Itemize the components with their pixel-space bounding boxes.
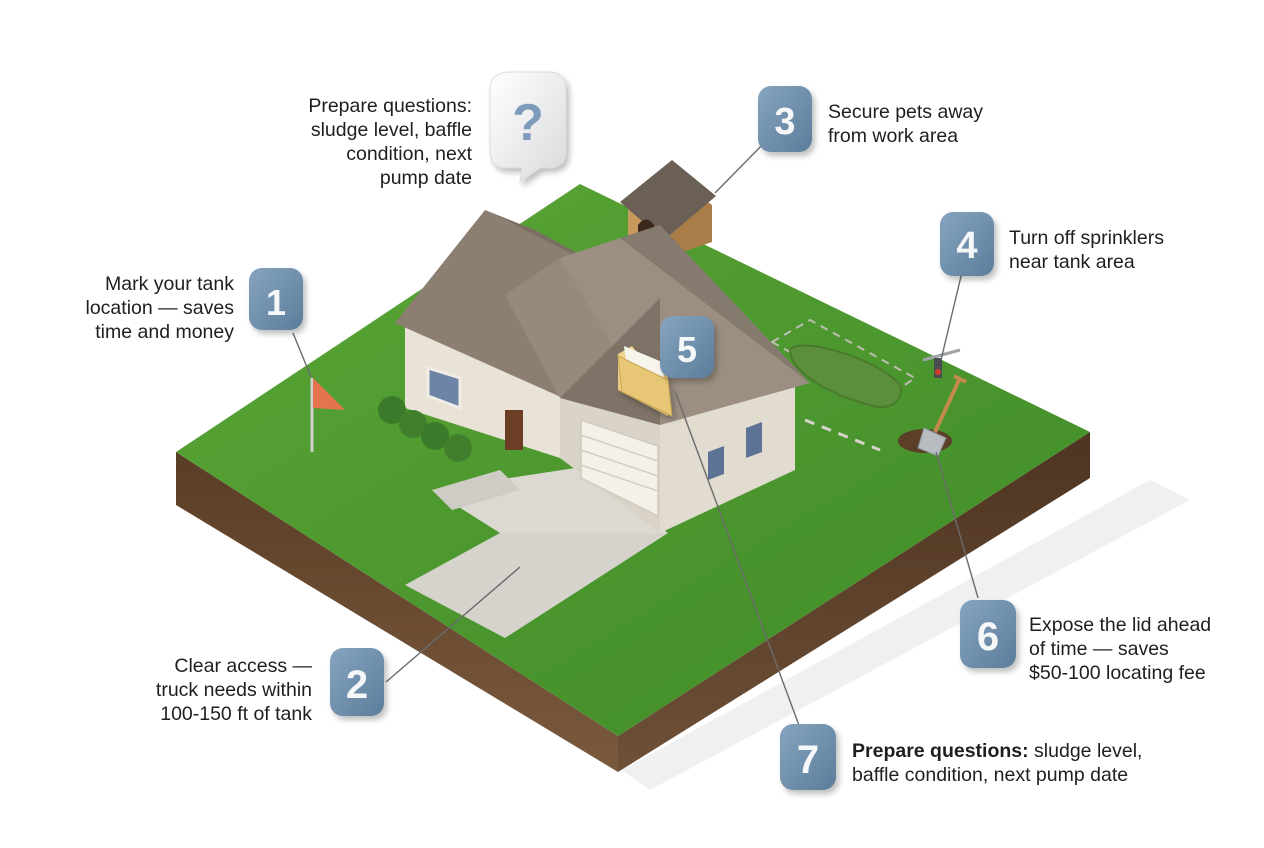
callout-step3-line-2: from work area [828,125,959,147]
step-badge-1: 1 [249,268,303,330]
garage-door [580,418,659,518]
step-number-5: 5 [677,329,697,370]
septic-tank [788,344,902,408]
step-badge-3: 3 [758,86,812,152]
step-badge-7: 7 [780,724,836,790]
callout-step2-text: Clear access — truck needs within 100-15… [156,654,312,726]
callout-questions-text: Prepare questions: sludge level, baffle … [308,94,472,190]
folder-icon [617,346,673,417]
shrubs [378,396,472,462]
step-number-1: 1 [266,282,286,323]
step-badge-4: 4 [940,212,994,276]
callout-step2-line-1: Clear access — [174,655,312,677]
callout-step1-line-2: location — saves [85,297,235,319]
question-bubble-icon: ? [489,71,567,184]
soil-side-right [618,432,1090,772]
callout-step4-line-2: near tank area [1009,251,1135,273]
callout-step4-text: Turn off sprinklers near tank area [1009,226,1164,274]
callout-step7-rest: sludge level, [1028,740,1143,762]
step-number-4: 4 [956,225,977,267]
callout-step3-text: Secure pets away from work area [828,100,983,148]
step-number-3: 3 [774,101,795,143]
callout-step2-line-3: 100-150 ft of tank [160,703,312,725]
step-badge-2: 2 [330,648,384,716]
step-badge-6: 6 [960,600,1016,668]
callout-step7-text: Prepare questions: sludge level, baffle … [852,739,1142,787]
leader-lines [292,139,979,729]
callout-questions-line-4: pump date [379,167,472,189]
callout-step2-line-2: truck needs within [155,679,312,701]
callout-step6-line-1: Expose the lid ahead [1029,614,1212,636]
shovel-icon [917,374,967,457]
step-number-2: 2 [346,663,368,707]
callout-questions-line-1: Prepare questions: [308,95,472,117]
callout-step4-line-1: Turn off sprinklers [1009,227,1164,249]
callout-step3-line-1: Secure pets away [828,101,984,123]
callout-step1-text: Mark your tank location — saves time and… [86,272,235,344]
callout-step7-bold: Prepare questions: [852,740,1029,762]
callout-step7-line-1: Prepare questions: sludge level, [852,739,1142,763]
callout-questions-line-3: condition, next [346,143,472,165]
callout-step7-line-2: baffle condition, next pump date [852,764,1129,786]
driveway [405,533,668,638]
callout-step6-line-2: of time — saves [1029,638,1169,660]
soil-side-left [176,452,618,772]
step-number-6: 6 [977,615,999,659]
walkway [432,470,520,510]
callout-step6-text: Expose the lid ahead of time — saves $50… [1029,613,1211,685]
tank-dashed-path [804,418,881,452]
question-symbol: ? [512,94,544,152]
callout-step1-line-1: Mark your tank [105,273,234,295]
callout-questions-line-2: sludge level, baffle [310,119,472,141]
tank-area-outline [769,318,917,404]
front-door [505,410,523,450]
ground-shadow [622,480,1190,790]
step-number-7: 7 [797,738,819,782]
callout-step6-line-3: $50-100 locating fee [1029,662,1206,684]
callout-step1-line-3: time and money [95,321,234,343]
step-badge-5: 5 [660,316,714,378]
marker-flag-icon [310,378,345,452]
